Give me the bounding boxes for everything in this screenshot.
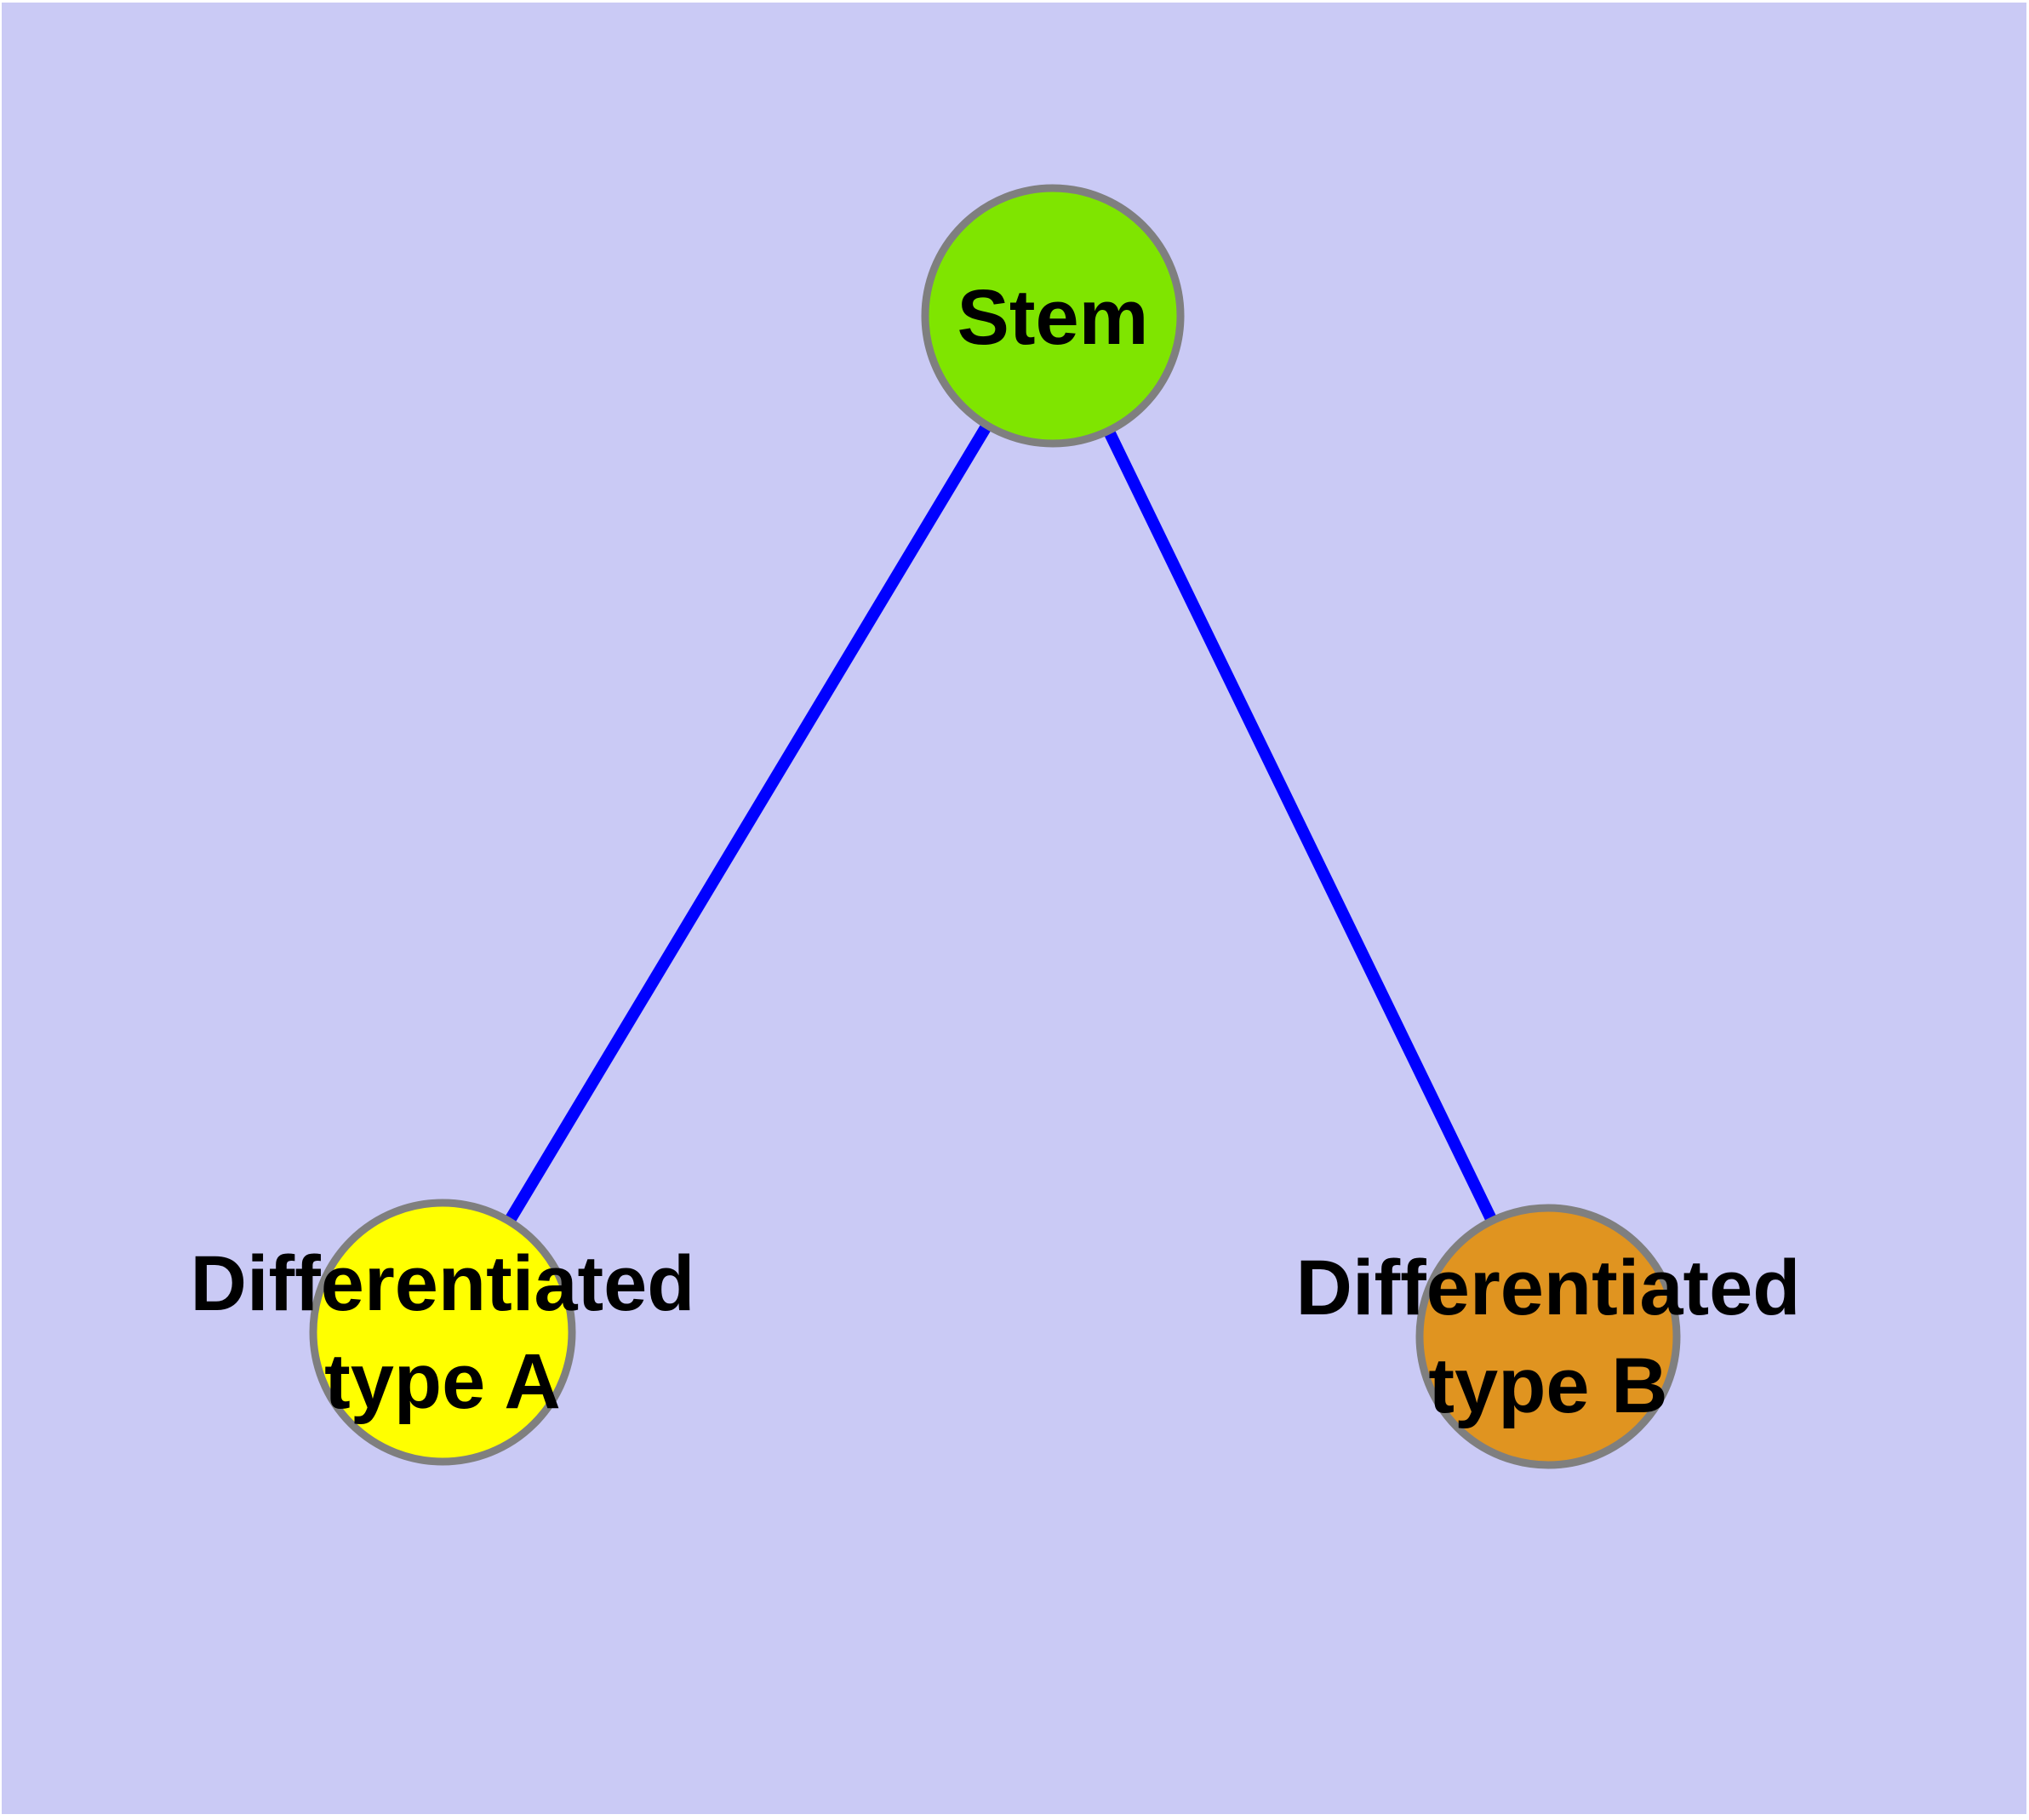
edge-stem-to-type-a: [437, 312, 1059, 1336]
node-stem-label: Stem: [957, 274, 1149, 361]
node-stem: [921, 184, 1185, 448]
node-type-b-label-line1: Differentiated: [1296, 1245, 1801, 1331]
node-differentiated-type-a: [309, 1199, 576, 1466]
node-type-b-label-line2: type B: [1428, 1342, 1667, 1429]
edge-layer: [437, 312, 1554, 1340]
node-differentiated-type-b: [1415, 1204, 1681, 1469]
node-layer: [309, 184, 1681, 1469]
node-type-a-label-line1: Differentiated: [191, 1240, 695, 1327]
edge-stem-to-type-b: [1047, 312, 1554, 1340]
label-layer: Stem Differentiated type A Differentiate…: [191, 274, 1801, 1429]
node-type-a-label-line2: type A: [324, 1338, 561, 1425]
